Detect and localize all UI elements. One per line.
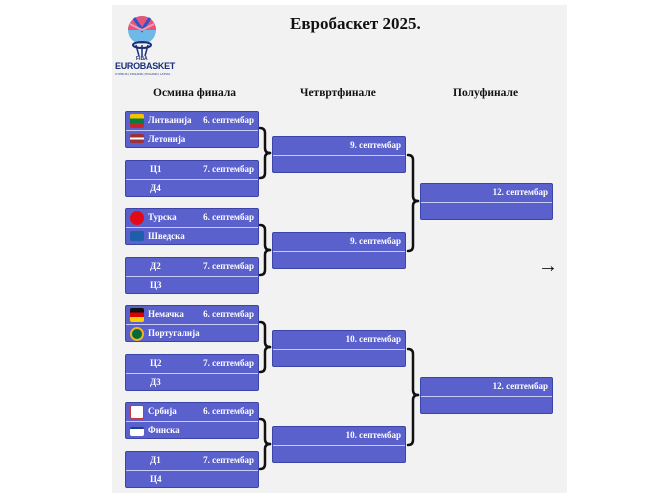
team-2: Д3 <box>150 377 161 387</box>
germany-flag-icon <box>130 308 144 322</box>
latvia-flag-icon <box>130 134 144 143</box>
qf-match-1[interactable]: 9. септембар <box>272 136 406 173</box>
match-date: 6. септембар <box>203 212 254 222</box>
logo-sub-text: CYPRUS | FINLAND | POLAND | LATVIA <box>115 72 171 76</box>
basketball-logo-icon <box>128 16 156 57</box>
sweden-flag-icon <box>130 231 144 241</box>
match-date: 6. септембар <box>203 406 254 416</box>
round-header-r16: Осмина финала <box>153 87 237 99</box>
finland-flag-icon <box>130 427 144 436</box>
team-1: Србија <box>148 406 177 416</box>
match-date: 10. септембар <box>345 334 401 344</box>
team-1: Турска <box>148 212 177 222</box>
r16-match-5[interactable]: Немачка 6. септембар Португалија <box>125 305 259 342</box>
match-date: 6. септембар <box>203 309 254 319</box>
sf-match-2[interactable]: 12. септембар <box>420 377 553 414</box>
round-header-sf: Полуфинале <box>453 87 519 99</box>
team-2: Шведска <box>148 231 185 241</box>
logo-main-text: EUROBASKET <box>115 61 176 71</box>
team-2: Летонија <box>148 134 186 144</box>
round-header-qf: Четвртфинале <box>300 87 376 99</box>
qf-match-4[interactable]: 10. септембар <box>272 426 406 463</box>
portugal-flag-icon <box>130 327 144 341</box>
team-2: Ц4 <box>150 474 162 484</box>
r16-match-7[interactable]: Србија 6. септембар Финска <box>125 402 259 439</box>
r16-match-4[interactable]: Д2 7. септембар Ц3 <box>125 257 259 294</box>
team-1: Д2 <box>150 261 161 271</box>
match-date: 9. септембар <box>350 236 401 246</box>
next-arrow-icon[interactable]: → <box>538 255 558 277</box>
r16-match-8[interactable]: Д1 7. септембар Ц4 <box>125 451 259 488</box>
match-date: 7. септембар <box>203 455 254 465</box>
eurobasket-logo: FIBA EUROBASKET CYPRUS | FINLAND | POLAN… <box>112 12 176 78</box>
team-1: Ц2 <box>150 358 162 368</box>
r16-match-6[interactable]: Ц2 7. септембар Д3 <box>125 354 259 391</box>
match-date: 10. септембар <box>345 430 401 440</box>
serbia-flag-icon <box>130 405 144 419</box>
team-1: Немачка <box>148 309 184 319</box>
team-2: Ц3 <box>150 280 162 290</box>
lithuania-flag-icon <box>130 114 144 128</box>
match-date: 7. септембар <box>203 261 254 271</box>
r16-match-2[interactable]: Ц1 7. септембар Д4 <box>125 160 259 197</box>
match-date: 12. септембар <box>492 381 548 391</box>
team-2: Финска <box>148 425 180 435</box>
r16-match-1[interactable]: Литванија 6. септембар Летонија <box>125 111 259 148</box>
team-2: Португалија <box>148 328 200 338</box>
qf-match-3[interactable]: 10. септембар <box>272 330 406 367</box>
sf-match-1[interactable]: 12. септембар <box>420 183 553 220</box>
turkey-flag-icon <box>130 211 144 225</box>
match-date: 6. септембар <box>203 115 254 125</box>
match-date: 9. септембар <box>350 140 401 150</box>
match-date: 7. септембар <box>203 164 254 174</box>
team-1: Д1 <box>150 455 161 465</box>
team-1: Литванија <box>148 115 192 125</box>
page-title: Евробаскет 2025. <box>290 14 421 33</box>
team-2: Д4 <box>150 183 161 193</box>
match-date: 12. септембар <box>492 187 548 197</box>
team-1: Ц1 <box>150 164 162 174</box>
logo-small-text: FIBA <box>136 56 148 62</box>
qf-match-2[interactable]: 9. септембар <box>272 232 406 269</box>
r16-match-3[interactable]: Турска 6. септембар Шведска <box>125 208 259 245</box>
match-date: 7. септембар <box>203 358 254 368</box>
